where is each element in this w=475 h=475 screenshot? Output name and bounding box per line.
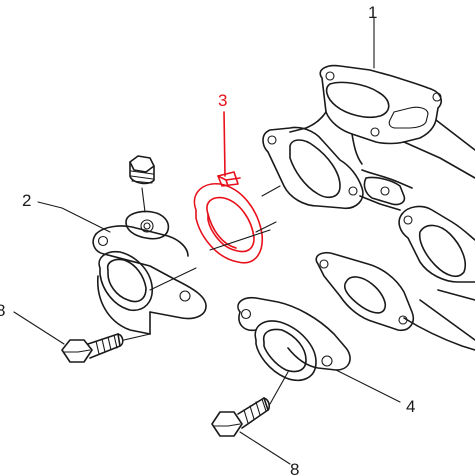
- part-3-ring-gasket-highlighted: [193, 171, 263, 264]
- threaded-plug: [129, 155, 155, 185]
- gasket-plate: [315, 251, 414, 332]
- bolt-left: [61, 333, 124, 363]
- callout-label-2: 2: [22, 191, 31, 210]
- callout-label-3: 3: [218, 91, 227, 110]
- assembly-axis-lines: [149, 185, 289, 405]
- callout-leaders: [13, 17, 401, 465]
- callout-label-1: 1: [368, 3, 377, 22]
- part-4-outlet-flange: [237, 296, 351, 382]
- bolt-left-axis: [123, 333, 151, 341]
- part-1-manifold: [262, 64, 475, 351]
- plug-leader: [141, 187, 146, 213]
- bolt-right: [211, 397, 270, 437]
- part-2-elbow-flange: [92, 210, 207, 335]
- callout-label-8-left: 8: [0, 301, 5, 320]
- callout-label-4: 4: [406, 397, 415, 416]
- callout-3-leader: [223, 111, 226, 177]
- callout-label-8-bottom: 8: [290, 460, 299, 475]
